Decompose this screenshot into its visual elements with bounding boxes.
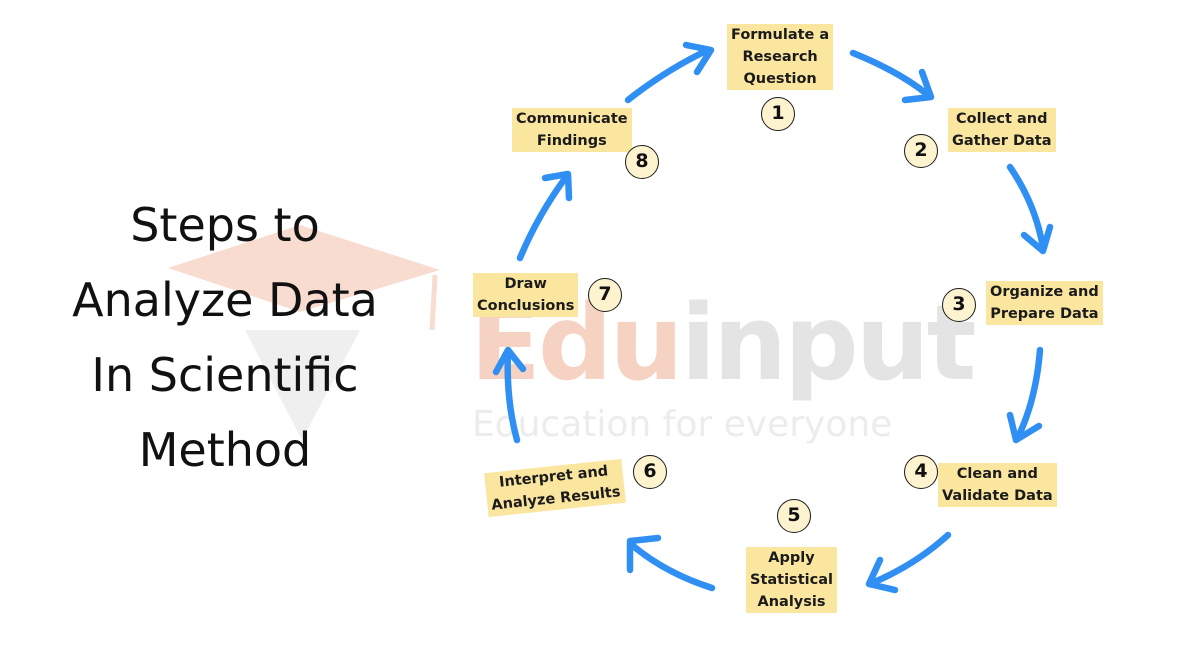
title-line-4: Method — [138, 423, 312, 477]
step-2-label: Collect and Gather Data — [948, 108, 1056, 152]
arrow-1-to-2 — [849, 49, 935, 104]
step-4-number-badge: 4 — [904, 455, 938, 489]
step-1-label: Formulate a Research Question — [727, 24, 834, 90]
arrow-2-to-3 — [1006, 163, 1054, 255]
watermark-cap-icon — [168, 225, 440, 312]
step-3-number-badge: 3 — [942, 288, 976, 322]
arrow-5-to-6 — [626, 534, 716, 592]
title-line-3: In Scientific — [91, 348, 359, 402]
watermark-brand-part2: input — [680, 282, 977, 404]
arrow-4-to-5 — [865, 531, 952, 594]
step-2-number-badge: 2 — [904, 134, 938, 168]
step-7-number-badge: 7 — [588, 278, 622, 312]
watermark-pencil-icon — [245, 330, 360, 440]
step-8-label: Communicate Findings — [512, 108, 632, 152]
arrow-8-to-1 — [624, 41, 715, 104]
title-line-2: Analyze Data — [72, 273, 378, 327]
step-8-number-badge: 8 — [625, 145, 659, 179]
title-line-1: Steps to — [130, 198, 320, 252]
diagram-title: Steps to Analyze Data In Scientific Meth… — [40, 188, 410, 488]
arrow-6-to-7 — [492, 346, 527, 444]
watermark-tagline: Education for everyone — [472, 404, 893, 445]
arrow-3-to-4 — [1006, 346, 1044, 444]
step-5-label: Apply Statistical Analysis — [746, 547, 837, 613]
step-7-label: Draw Conclusions — [473, 273, 579, 317]
step-6-number-badge: 6 — [633, 455, 667, 489]
step-1-number-badge: 1 — [761, 97, 795, 131]
step-4-label: Clean and Validate Data — [938, 463, 1057, 507]
arrow-7-to-8 — [516, 170, 573, 262]
step-3-label: Organize and Prepare Data — [986, 281, 1103, 325]
watermark-tassel-icon — [429, 274, 438, 331]
step-5-number-badge: 5 — [777, 499, 811, 533]
